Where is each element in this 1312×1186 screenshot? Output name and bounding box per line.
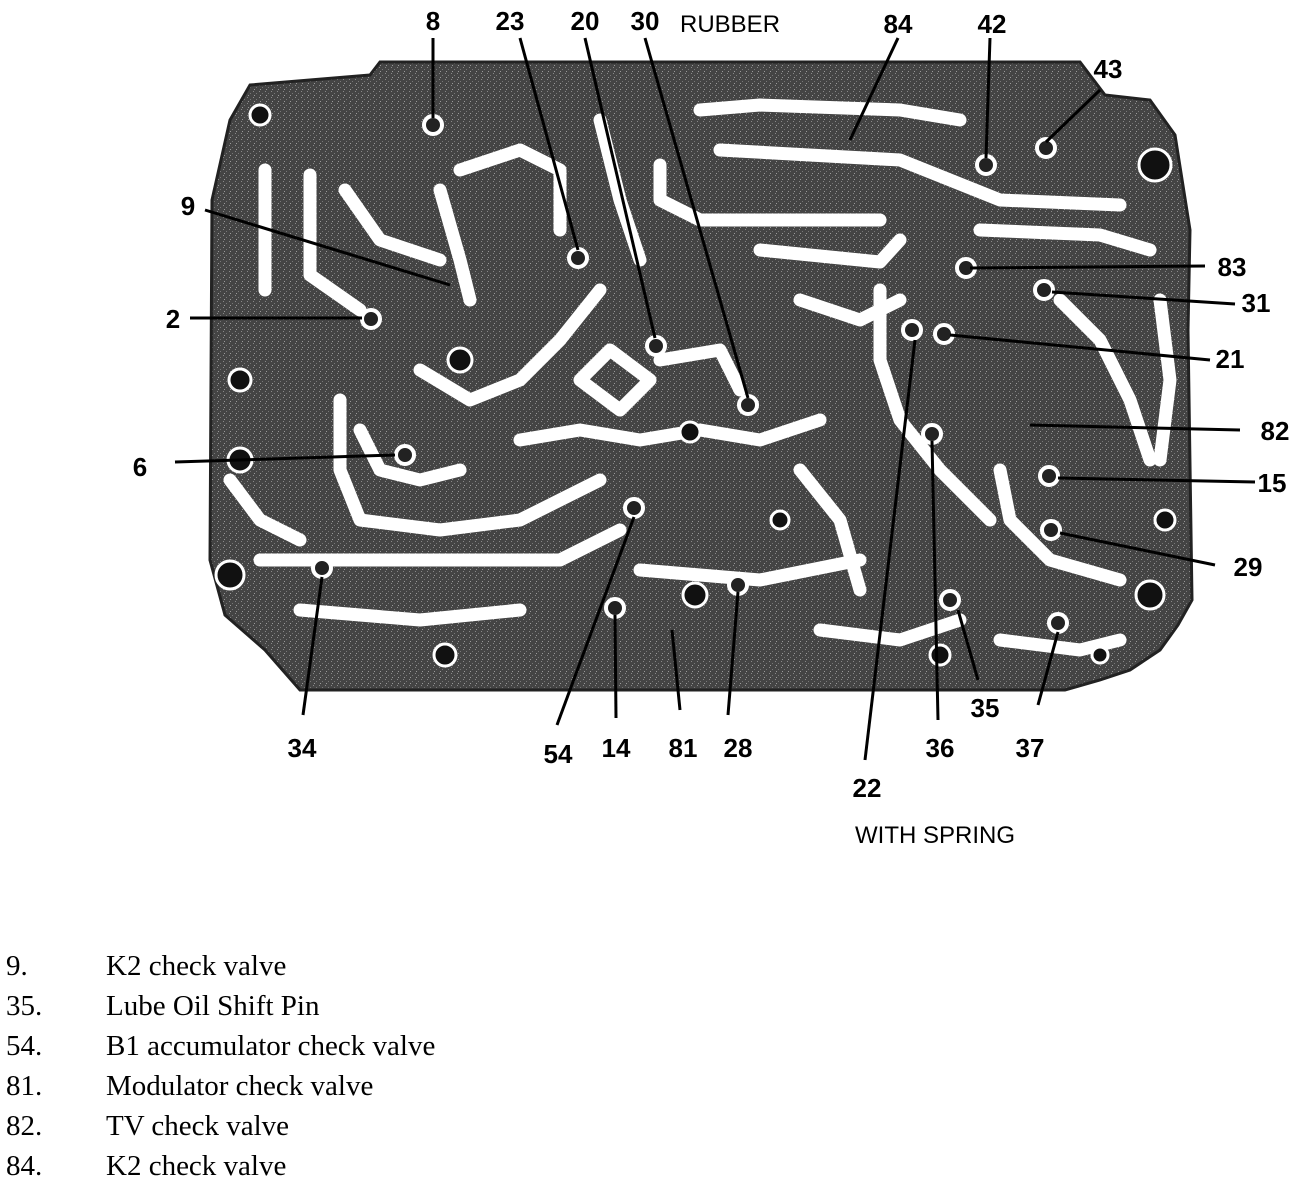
legend-text: K2 check valve	[106, 950, 287, 982]
legend-number: 54.	[6, 1030, 43, 1062]
callout-23: 23	[496, 6, 525, 36]
legend-row: 84. K2 check valve	[6, 1146, 706, 1186]
legend-text: B1 accumulator check valve	[106, 1030, 436, 1062]
callout-82: 82	[1261, 416, 1290, 446]
legend-number: 84.	[6, 1150, 43, 1182]
callout-35: 35	[971, 693, 1000, 723]
leader-lines	[174, 37, 1256, 761]
callout-81: 81	[669, 733, 698, 763]
callout-30: 30	[631, 6, 660, 36]
legend-row: 54. B1 accumulator check valve	[6, 1026, 706, 1066]
legend-text: K2 check valve	[106, 1150, 287, 1182]
legend-text: Modulator check valve	[106, 1070, 374, 1102]
callout-labels: 8 23 20 30 84 42 43 9 2 6 83 31 21 82 15…	[133, 6, 1290, 849]
callout-9: 9	[181, 191, 195, 221]
callout-28: 28	[724, 733, 753, 763]
legend-number: 9.	[6, 950, 28, 982]
valve-body-diagram: 8 23 20 30 84 42 43 9 2 6 83 31 21 82 15…	[133, 6, 1290, 849]
callout-15: 15	[1258, 468, 1287, 498]
callout-36: 36	[926, 733, 955, 763]
note-rubber: RUBBER	[680, 11, 780, 38]
legend-row: 82. TV check valve	[6, 1106, 706, 1146]
callout-22: 22	[853, 773, 882, 803]
callout-31: 31	[1242, 288, 1271, 318]
callout-6: 6	[133, 452, 147, 482]
legend-row: 35. Lube Oil Shift Pin	[6, 986, 706, 1026]
callout-83: 83	[1218, 252, 1247, 282]
callout-14: 14	[602, 733, 631, 763]
callout-84: 84	[884, 9, 913, 39]
note-with-spring: WITH SPRING	[855, 822, 1015, 849]
legend: 9. K2 check valve 35. Lube Oil Shift Pin…	[6, 946, 706, 1186]
callout-21: 21	[1216, 344, 1245, 374]
legend-number: 35.	[6, 990, 43, 1022]
legend-number: 82.	[6, 1110, 43, 1142]
legend-text: TV check valve	[106, 1110, 290, 1142]
check-ball-locations	[311, 114, 1069, 634]
legend-row: 9. K2 check valve	[6, 946, 706, 986]
fluid-passages	[223, 98, 1177, 657]
callout-54: 54	[544, 739, 573, 769]
legend-row: 81. Modulator check valve	[6, 1066, 706, 1106]
callout-34: 34	[288, 733, 317, 763]
callout-29: 29	[1234, 552, 1263, 582]
callout-42: 42	[978, 9, 1007, 39]
callout-37: 37	[1016, 733, 1045, 763]
legend-text: Lube Oil Shift Pin	[106, 990, 320, 1022]
callout-20: 20	[571, 6, 600, 36]
callout-8: 8	[426, 6, 440, 36]
legend-number: 81.	[6, 1070, 43, 1102]
callout-2: 2	[166, 304, 180, 334]
callout-43: 43	[1094, 54, 1123, 84]
